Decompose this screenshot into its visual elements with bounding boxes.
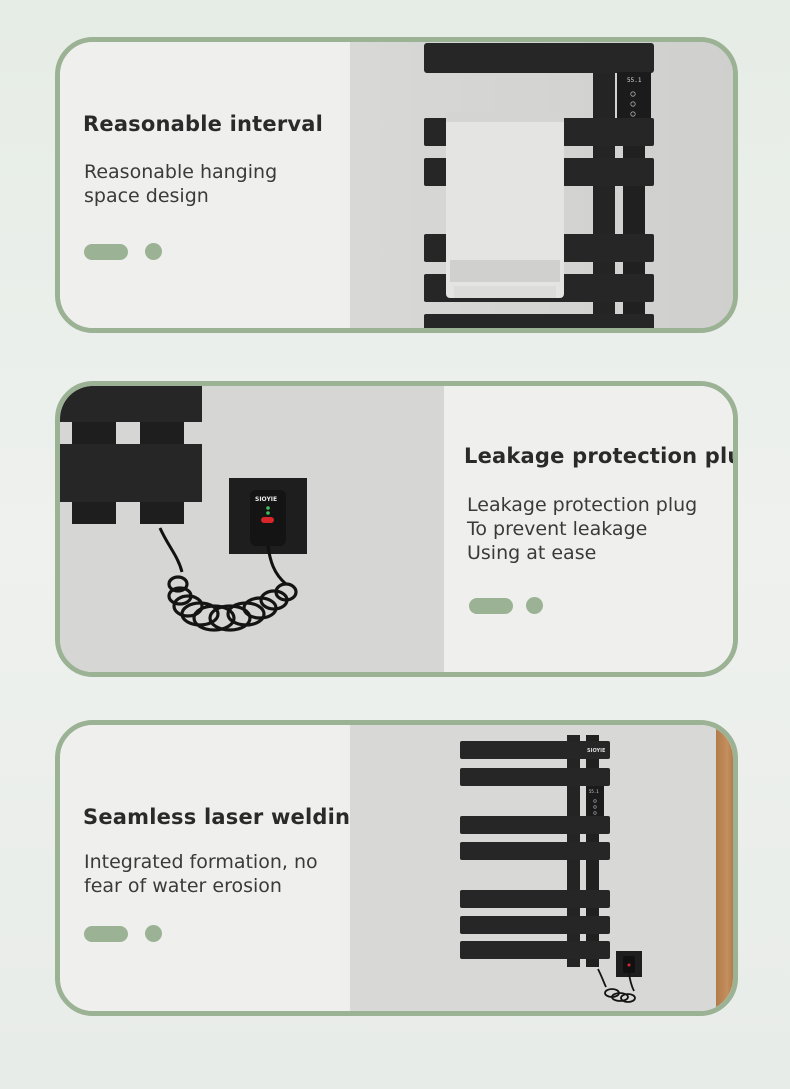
carousel-indicator-active[interactable] — [84, 244, 128, 260]
indicator-light — [266, 511, 270, 515]
control-panel — [617, 72, 651, 122]
wooden-cabinet — [716, 725, 733, 1011]
text-panel: Seamless laser welding Integrated format… — [60, 725, 365, 1011]
carousel-indicator-dot[interactable] — [145, 925, 162, 942]
rack-bar — [460, 741, 610, 759]
towel — [446, 112, 564, 298]
text-panel: Reasonable interval Reasonable hanging s… — [60, 42, 350, 328]
plug-brand: SIOYIE — [255, 496, 277, 503]
plug-illustration: SIOYIE — [60, 386, 444, 672]
carousel-indicator-dot[interactable] — [145, 243, 162, 260]
rack-bar — [460, 768, 610, 786]
mode-icon — [630, 101, 636, 107]
rack-bar — [460, 890, 610, 908]
carousel-indicator-active[interactable] — [469, 598, 513, 614]
rack-bar — [60, 444, 202, 502]
coiled-cable — [597, 968, 636, 1003]
feature-description: Reasonable hanging space design — [84, 161, 278, 207]
feature-card-interval: Reasonable interval Reasonable hanging s… — [55, 37, 738, 333]
towel-rack-photo: 55.1 — [350, 42, 733, 328]
rack-bar — [424, 314, 654, 328]
display-reading: 55.1 — [589, 789, 599, 794]
feature-description: Leakage protection plug To prevent leaka… — [467, 494, 698, 564]
indicator-light — [266, 506, 270, 510]
feature-description: Integrated formation, no fear of water e… — [84, 851, 318, 897]
feature-title: Reasonable interval — [83, 112, 324, 136]
control-panel — [586, 786, 604, 820]
feature-card-leakage: SIOYIE Leakage protection plug — [55, 381, 738, 677]
towel-rack-illustration: 55.1 — [350, 42, 733, 328]
full-rack-photo: SIOYIE 55.1 — [350, 725, 733, 1011]
rack-bar — [460, 916, 610, 934]
rack-bar — [460, 842, 610, 860]
timer-icon — [630, 111, 636, 117]
carousel-indicator-active[interactable] — [84, 926, 128, 942]
test-button — [261, 517, 274, 523]
rack-brand: SIOYIE — [587, 748, 606, 754]
feature-card-welding: Seamless laser welding Integrated format… — [55, 720, 738, 1016]
display-reading: 55.1 — [627, 77, 642, 84]
carousel-indicator-dot[interactable] — [526, 597, 543, 614]
coiled-cable — [167, 575, 298, 632]
feature-title: Leakage protection plug — [464, 444, 738, 468]
rack-bar — [424, 43, 654, 73]
rack-bar — [60, 386, 202, 422]
power-icon — [630, 91, 636, 97]
rack-bar — [460, 941, 610, 959]
power-icon — [593, 799, 597, 803]
feature-title: Seamless laser welding — [83, 805, 366, 829]
plug-photo: SIOYIE — [60, 386, 444, 672]
timer-icon — [593, 811, 597, 815]
rack-bar — [460, 816, 610, 834]
mode-icon — [593, 805, 597, 809]
full-rack-illustration: SIOYIE 55.1 — [350, 725, 733, 1011]
text-panel: Leakage protection plug Leakage protecti… — [444, 386, 733, 672]
